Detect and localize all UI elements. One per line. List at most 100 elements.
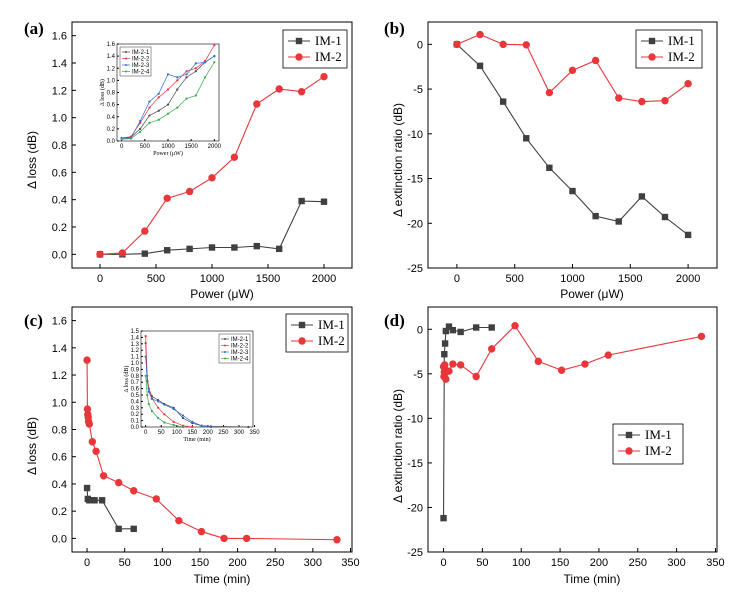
panel-a-ytick-label: 1.4 — [52, 58, 67, 70]
panel-c-inset-legend-label: IM-2-1 — [231, 337, 249, 343]
panel-a-inset-series-3-point — [139, 119, 142, 123]
panel-c-legend-label: IM-2 — [318, 333, 345, 348]
panel-a-series-im-1-point — [231, 244, 238, 251]
panel-a-inset-series-1-point — [185, 76, 188, 79]
panel-c-inset-series-4-point — [172, 423, 175, 427]
panel-d-xlabel: Time (min) — [564, 572, 621, 586]
panel-d-ylabel: Δ extinction ratio (dB) — [391, 389, 405, 503]
panel-a-inset-legend-marker — [125, 51, 127, 53]
panel-c-inset-series-3-point — [144, 355, 147, 358]
panel-c-xtick-label: 0 — [84, 557, 90, 569]
panel-c-inset-legend-label: IM-2-4 — [231, 357, 249, 363]
panel-d-series-im-2-point — [581, 360, 589, 368]
panel-a-series-im-1-point — [164, 247, 171, 254]
panel-a-inset-ylabel: Δ loss (dB) — [99, 79, 106, 106]
panel-c-inset-legend-label: IM-2-2 — [231, 344, 249, 350]
panel-a-series-im-1-point — [208, 244, 216, 251]
panel-c-inset-series-3-point — [157, 400, 160, 403]
panel-d-series-im-1-point — [442, 327, 450, 335]
panel-c-inset-series-2-point — [172, 420, 175, 423]
panel-a-inset-ytick-label: 1.2 — [107, 66, 116, 72]
panel-a-series-im-2-point — [297, 88, 306, 96]
panel-c-inset-series-2-point — [191, 425, 194, 429]
panel-a-label: (a) — [24, 19, 44, 38]
panel-c-ytick-label: 1.4 — [52, 343, 67, 355]
panel-d-legend-marker — [625, 431, 633, 439]
panel-b-ytick-label: 0 — [417, 39, 423, 51]
panel-a-inset-series-2-point — [148, 106, 151, 109]
panel-c-inset-series-4-line — [145, 375, 184, 428]
panel-c-ytick-label: 0.8 — [52, 425, 67, 437]
panel-c-inset-series-4-point — [163, 421, 166, 424]
panel-b-series-im-1-point — [523, 135, 530, 142]
panel-c-series-im-2-point — [85, 420, 94, 428]
panel-b-legend-marker — [648, 53, 656, 61]
panel-b-label: (b) — [384, 19, 405, 38]
panel-d-ytick-label: -5 — [413, 369, 423, 381]
panel-a-inset-xlabel: Power (μW) — [153, 150, 183, 157]
panel-a-inset-legend-label: IM-2-4 — [132, 70, 150, 76]
panel-c-inset-ytick-label: 0.9 — [131, 367, 140, 373]
panel-b-ytick-label: -10 — [407, 129, 423, 141]
panel-d-legend-label: IM-1 — [645, 427, 672, 442]
panel-b-legend-label: IM-1 — [668, 33, 695, 48]
panel-c-inset-series-3-point — [200, 424, 203, 427]
panel-d-label: (d) — [384, 311, 405, 330]
panel-c-inset-ytick-label: 0.4 — [131, 399, 140, 405]
panel-c-inset-xtick-label: 100 — [172, 430, 183, 436]
panel-a-inset-ytick-label: 1.0 — [107, 78, 116, 84]
panel-a-inset-legend-marker — [125, 64, 127, 66]
panel-a-series-im-2-point — [185, 187, 194, 196]
panel-a-inset-ytick-label: 0.2 — [107, 127, 116, 133]
panel-a-inset-series-4-point — [139, 130, 142, 134]
panel-c-inset-xtick-label: 150 — [187, 430, 198, 436]
panel-d-series-im-1-point — [440, 514, 447, 522]
panel-a-inset-xtick-label: 500 — [140, 144, 151, 150]
panel-a-inset-ytick-label: 0.4 — [107, 115, 116, 121]
panel-c-series-im-2-point — [92, 447, 100, 455]
panel-a-series-im-2-point — [275, 85, 283, 93]
panel-a-inset-series-2-point — [176, 79, 179, 82]
panel-b-series-im-2-point — [568, 66, 577, 75]
panel-a-inset-ytick-label: 1.4 — [107, 54, 116, 60]
panel-c-series-im-1-point — [98, 497, 106, 504]
panel-d-series-im-2-point — [557, 366, 566, 374]
panel-c-xtick-label: 100 — [153, 557, 171, 569]
panel-c-xtick-label: 200 — [228, 557, 246, 569]
panel-d-series-im-2-point — [445, 367, 453, 375]
panel-b-series-im-1-point — [615, 218, 622, 225]
panel-b-series-im-2-point — [476, 30, 484, 39]
panel-c-inset-legend-marker — [224, 344, 226, 347]
panel-c-inset-xtick-label: 300 — [234, 430, 245, 436]
panel-d-series-im-2-point — [697, 332, 706, 341]
panel-b-legend-marker — [648, 37, 656, 45]
panel-c-series-im-2-point — [99, 472, 108, 480]
panel-c-inset-ytick-label: 1.3 — [131, 342, 140, 348]
panel-b-series-im-1-point — [592, 212, 599, 220]
panel-c-inset-ytick-label: 0.5 — [131, 393, 140, 399]
panel-a-legend-marker — [295, 37, 303, 45]
panel-a-series-im-1-point — [186, 245, 193, 253]
panel-c-inset-ytick-label: 0.8 — [131, 374, 140, 380]
panel-a-series-im-2-point — [96, 250, 104, 259]
panel-a-series-im-2-point — [230, 153, 239, 161]
panel-a-inset-legend-marker — [125, 57, 127, 60]
panel-d-series-im-1-point — [441, 340, 449, 347]
panel-b-series-im-1-point — [569, 187, 576, 195]
panel-a-series-im-2-point — [141, 227, 149, 235]
panel-c-series-im-2-point — [83, 405, 92, 413]
panel-a-legend-marker — [295, 53, 303, 61]
panel-c-inset-xtick-label: 250 — [218, 430, 229, 436]
panel-b-series-im-2-point — [453, 40, 461, 49]
panel-c-series-im-2-point — [197, 527, 206, 536]
panel-b-ytick-label: -25 — [407, 263, 423, 275]
panel-d-series-im-2-point — [449, 360, 457, 368]
panel-a-inset-series-1-point — [166, 103, 170, 106]
panel-d-ytick-label: 0 — [417, 324, 423, 336]
panel-a-inset-series-4-point — [176, 106, 179, 109]
panel-c-ytick-label: 1.2 — [52, 370, 67, 382]
panel-c-inset-series-3-point — [146, 379, 149, 383]
panel-c-inset-series-1-point — [181, 416, 185, 420]
panel-a-inset-ytick-label: 0.8 — [107, 91, 116, 97]
